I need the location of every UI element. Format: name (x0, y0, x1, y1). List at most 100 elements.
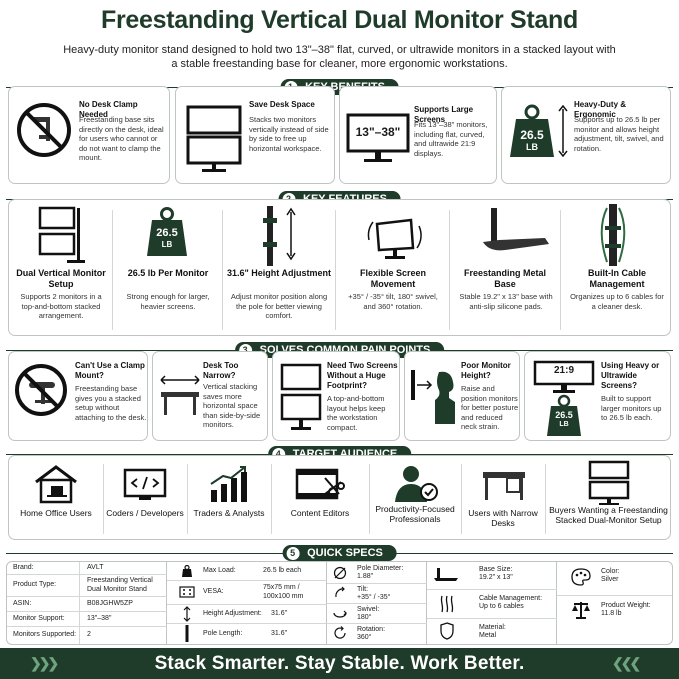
ultrawide-icon (533, 360, 595, 393)
weight-icon (547, 394, 581, 436)
spec-value: 360° (357, 634, 372, 641)
weight-value: 26.5 (520, 128, 544, 142)
benefit-card: 26.5 LB Heavy-Duty & Ergonomic Supports … (501, 86, 671, 184)
spec-value: 1.88" (357, 573, 374, 580)
spec-label: Brand: (13, 564, 34, 571)
spec-label: Pole Length: (203, 630, 243, 637)
spec-label: Cable Management: (479, 595, 543, 602)
spec-column: Max Load: 26.5 lb each VESA: 75x75 mm / … (167, 562, 327, 644)
spec-value: 19.2" x 13" (479, 574, 513, 581)
spec-label: Monitors Supported: (13, 631, 77, 638)
pole-icon (185, 625, 189, 642)
spec-column: Base Size: 19.2" x 13" Cable Management:… (427, 562, 557, 644)
spec-value: Metal (479, 632, 497, 639)
swivel-icon (333, 610, 347, 618)
spec-label: Rotation: (357, 626, 386, 633)
height-arrow-icon (558, 105, 568, 157)
pain-point-title: Need Two Screens Without a Huge Footprin… (327, 361, 398, 390)
benefit-title: No Desk Clamp Needed (79, 100, 138, 119)
feature-text: Organizes up to 6 cables for a cleaner d… (570, 292, 664, 311)
feature-title: Freestanding Metal Base (463, 268, 546, 289)
spec-label: Tilt: (357, 586, 369, 593)
benefit-card: No Desk Clamp Needed Freestanding base s… (8, 86, 170, 184)
weight-icon (510, 104, 554, 157)
shield-icon (440, 622, 454, 640)
audience-label: Buyers Wanting a Freestanding Stacked Du… (549, 505, 668, 525)
benefit-title: Save Desk Space (249, 100, 315, 109)
audience-label: Coders / Developers (106, 508, 184, 518)
feature-text: Stable 19.2" x 13" base with anti-slip s… (459, 292, 553, 311)
spec-label: Max Load: (203, 567, 236, 574)
weight-icon (182, 565, 192, 577)
pain-point-text: Raise and position monitors for better p… (461, 384, 519, 431)
monitor-icon (346, 113, 410, 162)
pain-point-card: Desk Too Narrow? Vertical stacking saves… (152, 351, 268, 441)
feature-title: Flexible Screen Movement (359, 268, 427, 289)
spec-value: AVLT (87, 564, 104, 571)
spec-value: Silver (601, 576, 619, 583)
spec-value: Freestanding Vertical Dual Monitor Stand (87, 577, 153, 593)
spec-label: Material: (479, 624, 506, 631)
rotation-icon (334, 626, 346, 639)
spec-label: ASIN: (13, 600, 32, 607)
pain-point-text: A top-and-bottom layout helps keep the w… (327, 394, 386, 432)
spec-column: Color: Silver Product Weight: 11.8 lb (557, 562, 672, 644)
cable-icon (600, 204, 626, 266)
stacked-monitors-icon (186, 105, 242, 172)
base-icon (434, 568, 458, 581)
footer-slogan: Stack Smarter. Stay Stable. Work Better. (154, 653, 525, 674)
film-edit-icon (295, 468, 345, 500)
weight-value: 26.5 (555, 410, 573, 420)
spec-value: 180° (357, 614, 372, 621)
tilt-icon (335, 586, 345, 598)
pain-point-title: Desk Too Narrow? (203, 361, 239, 380)
posture-icon (411, 370, 455, 424)
page-title: Freestanding Vertical Dual Monitor Stand (101, 6, 578, 34)
pain-point-card: Poor Monitor Height? Raise and position … (404, 351, 520, 441)
spec-table: Brand: AVLT Product Type: Freestanding V… (7, 562, 167, 644)
vesa-icon (179, 586, 195, 598)
section-header-quick-specs: 5 QUICK SPECS (0, 545, 679, 561)
audience-label: Home Office Users (20, 508, 92, 518)
feature-text: Supports 2 monitors in a top-and-bottom … (20, 292, 102, 320)
palette-icon (571, 568, 591, 586)
feature-text: +35° / -35° tilt, 180° swivel, and 360° … (348, 292, 438, 311)
benefit-card: 13"–38" Supports Large Screens Fits 13"–… (339, 86, 497, 184)
stacked-monitors-icon (280, 363, 322, 430)
spec-value: 31.6" (271, 630, 288, 637)
benefit-title: Supports Large Screens (414, 105, 474, 124)
scale-icon (572, 602, 590, 619)
pain-point-text: Built to support larger monitors up to 2… (601, 394, 662, 422)
spec-value: 13"–38" (87, 615, 112, 622)
benefit-text: Supports up to 26.5 lb per monitor and a… (574, 115, 664, 153)
diameter-icon (333, 566, 347, 580)
no-clamp-icon (15, 364, 67, 416)
quick-specs-panel: Brand: AVLT Product Type: Freestanding V… (6, 561, 673, 645)
professional-icon (395, 466, 438, 502)
benefit-text: Fits 13"–38" monitors, including flat, c… (414, 120, 488, 158)
pain-point-title: Can't Use a Clamp Mount? (75, 361, 145, 380)
pole-icon (263, 206, 296, 266)
feature-title: 26.5 lb Per Monitor (127, 268, 209, 278)
benefit-text: Stacks two monitors vertically instead o… (249, 115, 329, 153)
pain-point-title: Poor Monitor Height? (461, 361, 511, 380)
section-label: QUICK SPECS (307, 547, 383, 559)
feature-title: Dual Vertical Monitor Setup (16, 268, 106, 289)
audience-label: Content Editors (290, 508, 350, 518)
features-panel: Dual Vertical Monitor Setup Supports 2 m… (8, 199, 671, 336)
spec-label: Base Size: (479, 566, 513, 573)
footer-banner: ❯❯❯ Stack Smarter. Stay Stable. Work Bet… (0, 648, 679, 679)
ratio-badge: 21:9 (553, 365, 574, 376)
stacked-monitors-icon (588, 460, 630, 505)
section-number: 5 (286, 546, 300, 560)
pain-point-card: Need Two Screens Without a Huge Footprin… (272, 351, 400, 441)
weight-unit: LB (526, 142, 538, 152)
spec-column: Pole Diameter: 1.88" Tilt: +35° / -35° S… (327, 562, 427, 644)
narrow-desk-icon (160, 375, 200, 415)
code-icon (123, 468, 167, 500)
spec-value: 31.6" (271, 610, 288, 617)
home-office-icon (35, 465, 77, 504)
rotate-monitor-icon (367, 218, 422, 259)
weight-unit: LB (161, 240, 173, 249)
pain-point-card: Can't Use a Clamp Mount? Freestanding ba… (8, 351, 148, 441)
